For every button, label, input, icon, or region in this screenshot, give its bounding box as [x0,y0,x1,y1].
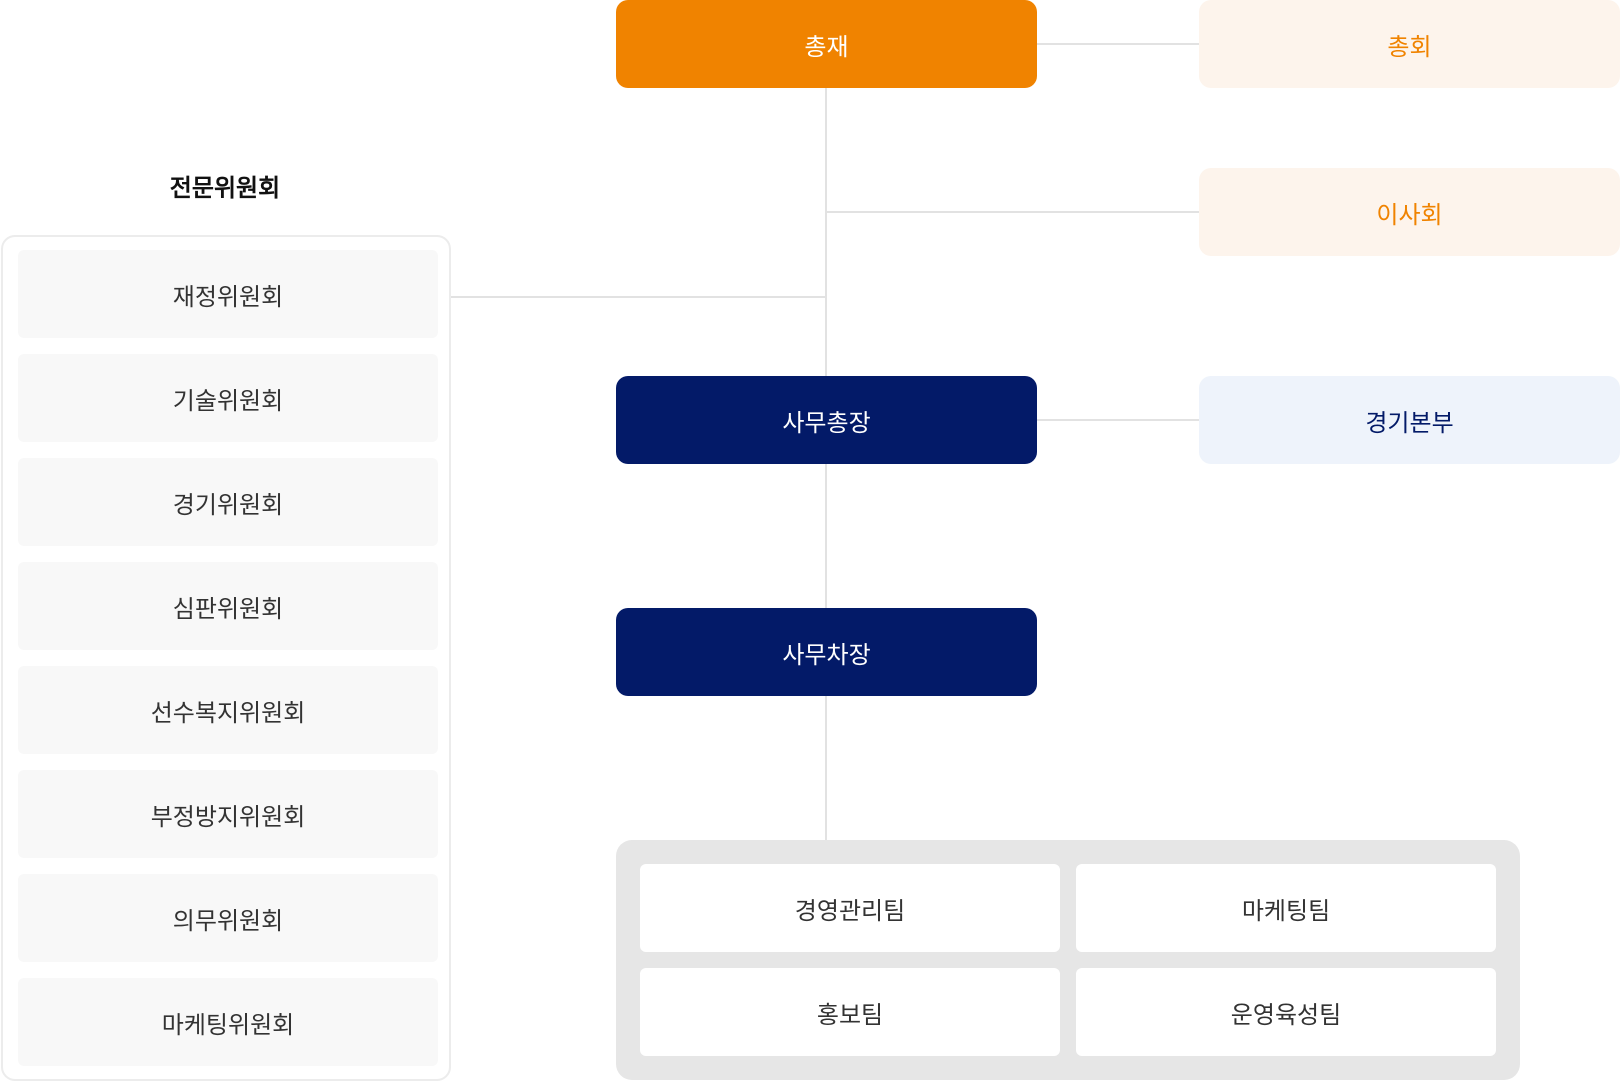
committee-item[interactable]: 재정위원회 [18,250,438,338]
committee-item[interactable]: 마케팅위원회 [18,978,438,1066]
teams-panel: 경영관리팀 마케팅팀 홍보팀 운영육성팀 [616,840,1520,1080]
general-assembly-box[interactable]: 총회 [1199,0,1620,88]
committee-item[interactable]: 심판위원회 [18,562,438,650]
secretary-general-box[interactable]: 사무총장 [616,376,1037,464]
team-item[interactable]: 홍보팀 [640,968,1060,1056]
connector-committees [451,296,826,298]
committee-item[interactable]: 기술위원회 [18,354,438,442]
connector-president-assembly [1037,43,1199,45]
connector-secretary-hq [1037,419,1199,421]
connector-main-vertical [825,88,827,840]
team-item[interactable]: 마케팅팀 [1076,864,1496,952]
team-item[interactable]: 운영육성팀 [1076,968,1496,1056]
connector-board [826,211,1199,213]
board-box[interactable]: 이사회 [1199,168,1620,256]
president-box[interactable]: 총재 [616,0,1037,88]
committees-panel: 재정위원회 기술위원회 경기위원회 심판위원회 선수복지위원회 부정방지위원회 … [1,235,451,1081]
deputy-secretary-general-box[interactable]: 사무차장 [616,608,1037,696]
competition-hq-box[interactable]: 경기본부 [1199,376,1620,464]
team-item[interactable]: 경영관리팀 [640,864,1060,952]
committee-item[interactable]: 경기위원회 [18,458,438,546]
committee-item[interactable]: 의무위원회 [18,874,438,962]
committees-title: 전문위원회 [169,174,281,202]
committee-item[interactable]: 부정방지위원회 [18,770,438,858]
committee-item[interactable]: 선수복지위원회 [18,666,438,754]
